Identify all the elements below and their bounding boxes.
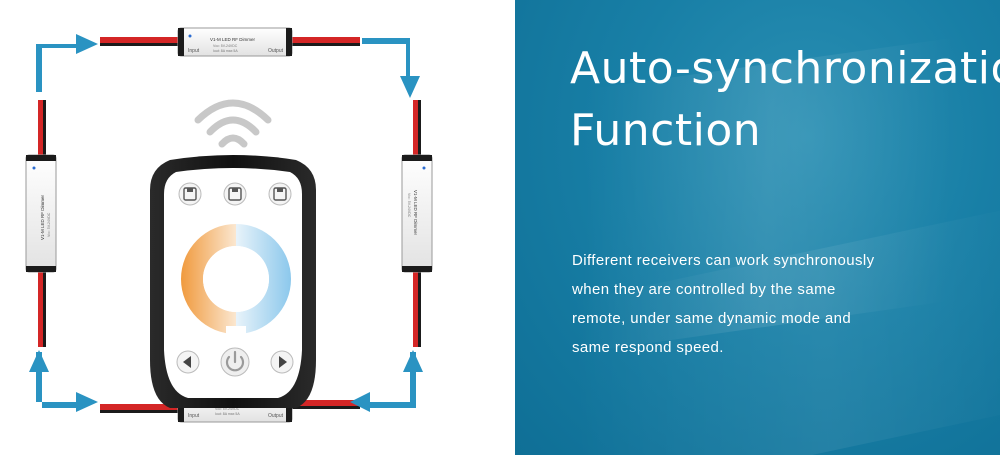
sync-arrows [29, 34, 423, 412]
description-line-2: when they are controlled by the same [572, 281, 836, 298]
remote-control [150, 155, 316, 408]
color-temperature-wheel[interactable] [181, 224, 291, 338]
title-line-2: Function [570, 105, 762, 156]
power-icon[interactable] [220, 347, 250, 377]
receiver-top: Input Output V1-M LED RF Dimmer Vcc: 5V-… [177, 27, 293, 57]
arrow-top-left [36, 34, 98, 92]
arrow-top-right [362, 38, 420, 98]
receiver-output-label: Output [268, 48, 284, 54]
memory-1-icon[interactable] [178, 182, 202, 206]
description-line-3: remote, under same dynamic mode and [572, 310, 852, 327]
illustration-svg: Input Output V1-M LED RF Dimmer Vcc: 5V-… [25, 27, 433, 423]
receiver-spec-label: Vcc: 5V-24VDC [215, 407, 240, 411]
receiver-input-label: Input [188, 48, 200, 54]
info-panel: Auto-synchronization Function Different … [515, 0, 1000, 455]
title-line-1: Auto-synchronization [570, 43, 1000, 94]
receiver-spec-label: Vcc: 5V-24VDC [213, 44, 238, 48]
wires [38, 37, 421, 413]
receiver-model-label: V1-M LED RF Dimmer [413, 190, 418, 236]
receiver-right: V1-M LED RF Dimmer Vcc: 5V-24VDC [401, 154, 433, 273]
receiver-left: V1-M LED RF Dimmer Vcc: 5V-24VDC [25, 154, 57, 273]
description-line-1: Different receivers can work synchronous… [572, 252, 875, 269]
receiver-spec-label: Vcc: 5V-24VDC [47, 212, 51, 237]
receiver-model-label: V1-M LED RF Dimmer [210, 37, 256, 42]
arrow-left-icon[interactable] [176, 350, 200, 374]
receiver-output-label: Output [268, 413, 284, 419]
receiver-model-label: V1-M LED RF Dimmer [40, 194, 45, 240]
page-title: Auto-synchronization Function [570, 38, 1000, 162]
memory-3-icon[interactable] [268, 182, 292, 206]
feature-description: Different receivers can work synchronous… [572, 246, 902, 362]
arrow-bottom-left [36, 352, 98, 412]
description-line-4: same respond speed. [572, 339, 724, 356]
arrow-right-icon[interactable] [270, 350, 294, 374]
receiver-input-label: Input [188, 413, 200, 419]
receiver-spec-label: Iout: 8A max 5A [215, 412, 240, 416]
receiver-spec-label: Iout: 8A max 5A [213, 49, 238, 53]
arrow-bottom-right [350, 352, 416, 412]
product-illustration: Input Output V1-M LED RF Dimmer Vcc: 5V-… [25, 27, 433, 423]
wifi-signal-icon [194, 99, 272, 148]
receiver-spec-label: Vcc: 5V-24VDC [407, 193, 411, 218]
memory-2-icon[interactable] [223, 182, 247, 206]
